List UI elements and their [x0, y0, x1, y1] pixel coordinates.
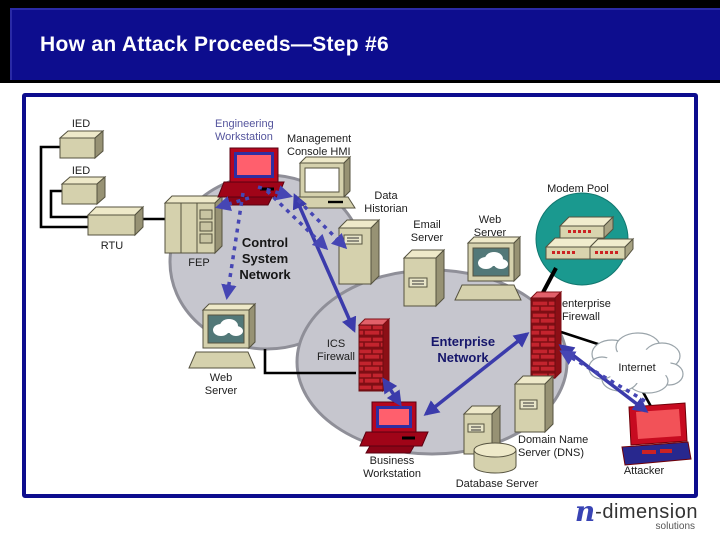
slide-title: How an Attack Proceeds—Step #6: [40, 33, 389, 56]
eng-ws-label-1: Engineering: [215, 118, 274, 130]
modem-pool-icons: [544, 215, 635, 261]
enterprise-network-label-1: Enterprise: [431, 334, 495, 349]
arrow-icsfw-bizws: [382, 377, 402, 407]
probe-arrows: [215, 185, 646, 403]
fep-label: FEP: [188, 257, 209, 269]
hmi-label-2: Console HMI: [287, 146, 351, 158]
arrow-ws-icsfw: [292, 193, 357, 333]
arrow-bizws-entfw: [423, 332, 530, 416]
business-ws-label-1: Business: [370, 455, 415, 467]
business-workstation-icon: [359, 401, 429, 454]
dns-server-icon: [513, 374, 555, 434]
web-server-ctl-label-1: Web: [210, 372, 232, 384]
ics-firewall-label-2: Firewall: [317, 351, 355, 363]
web-server-ent-icon: [454, 235, 522, 301]
control-network-label-1: Control: [242, 235, 288, 250]
arrow-ws-hmi: [257, 185, 293, 201]
ied2-label: IED: [72, 165, 90, 177]
data-historian-icon: [337, 218, 381, 286]
attacker-icon: [621, 402, 692, 466]
ied1-icon: [58, 129, 105, 160]
hmi-icon: [297, 155, 356, 209]
rtu-label: RTU: [101, 240, 123, 252]
logo-wordmark: -dimension: [595, 501, 698, 523]
arrow-attacker-entfw: [559, 350, 646, 403]
fep-icon: [163, 194, 224, 255]
database-label: Database Server: [456, 478, 539, 490]
ics-firewall-label-1: ICS: [327, 338, 345, 350]
web-server-ent-label-1: Web: [479, 214, 501, 226]
enterprise-firewall-icon: [529, 290, 563, 380]
email-server-label-2: Server: [411, 232, 444, 244]
enterprise-network-label-2: Network: [437, 350, 489, 365]
email-server-icon: [402, 248, 446, 308]
ied1-label: IED: [72, 118, 90, 130]
ied1-wire: [39, 145, 88, 229]
control-network-label-3: Network: [239, 267, 291, 282]
web-server-ctl-label-2: Server: [205, 385, 238, 397]
data-historian-label-2: Historian: [364, 203, 407, 215]
enterprise-firewall-label-1: enterprise: [562, 298, 611, 310]
arrow-hmi-historian: [296, 198, 348, 250]
dns-label-1: Domain Name: [518, 434, 588, 446]
email-server-label-1: Email: [413, 219, 441, 231]
control-to-icsfw-wire: [263, 349, 356, 375]
attacker-label: Attacker: [624, 465, 665, 477]
ics-firewall-icon: [357, 317, 391, 393]
logo-n-glyph: n: [574, 495, 596, 528]
modem-pool-label: Modem Pool: [547, 183, 609, 195]
ndimension-logo: n-dimension solutions: [560, 498, 698, 532]
ied2-wire: [49, 189, 88, 219]
web-server-ent-label-2: Server: [474, 227, 507, 239]
enterprise-firewall-label-2: Firewall: [562, 311, 600, 323]
hmi-label-1: Management: [287, 133, 351, 145]
dns-label-2: Server (DNS): [518, 447, 584, 459]
rtu-icon: [86, 205, 145, 237]
eng-ws-label-2: Workstation: [215, 131, 273, 143]
web-server-ctl-icon: [188, 302, 257, 369]
ied2-icon: [60, 175, 107, 206]
title-banner: How an Attack Proceeds—Step #6: [10, 8, 720, 80]
logo-tagline: solutions: [655, 521, 695, 532]
business-ws-label-2: Workstation: [363, 468, 421, 480]
control-network-label-2: System: [242, 251, 288, 266]
internet-label: Internet: [618, 362, 655, 374]
data-historian-label-1: Data: [374, 190, 398, 202]
eng-workstation-icon: [217, 147, 285, 206]
